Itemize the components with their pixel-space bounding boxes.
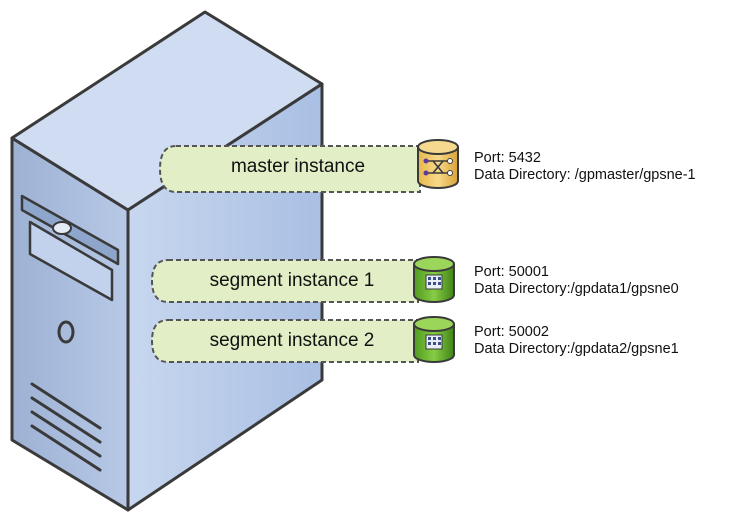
- drive-eject-button: [52, 221, 72, 235]
- segment1-label-box: [150, 259, 419, 303]
- segment1-info: Port: 50001 Data Directory:/gpdata1/gpsn…: [474, 264, 679, 298]
- master-database-icon: [417, 139, 459, 189]
- master-instance-label: master instance: [230, 156, 366, 177]
- segment1-database-icon: [413, 256, 455, 303]
- segment2-database-icon: [413, 316, 455, 363]
- segment2-info: Port: 50002 Data Directory:/gpdata2/gpsn…: [474, 324, 679, 358]
- segment2-directory: Data Directory:/gpdata2/gpsne1: [474, 341, 679, 357]
- master-port: Port: 5432: [474, 150, 541, 166]
- master-info: Port: 5432 Data Directory: /gpmaster/gps…: [474, 150, 696, 184]
- segment1-port: Port: 50001: [474, 264, 549, 280]
- segment-instance-1-label: segment instance 1: [209, 270, 375, 291]
- power-button-icon: [57, 320, 75, 344]
- segment1-directory: Data Directory:/gpdata1/gpsne0: [474, 281, 679, 297]
- master-label-box: [158, 145, 421, 193]
- segment-instance-2-label: segment instance 2: [209, 330, 375, 351]
- segment2-label-box: [150, 319, 419, 363]
- segment2-port: Port: 50002: [474, 324, 549, 340]
- vent-lines: [30, 382, 102, 472]
- instance-label-boxes: [150, 145, 421, 363]
- master-directory: Data Directory: /gpmaster/gpsne-1: [474, 167, 696, 183]
- optical-bay: [28, 220, 114, 302]
